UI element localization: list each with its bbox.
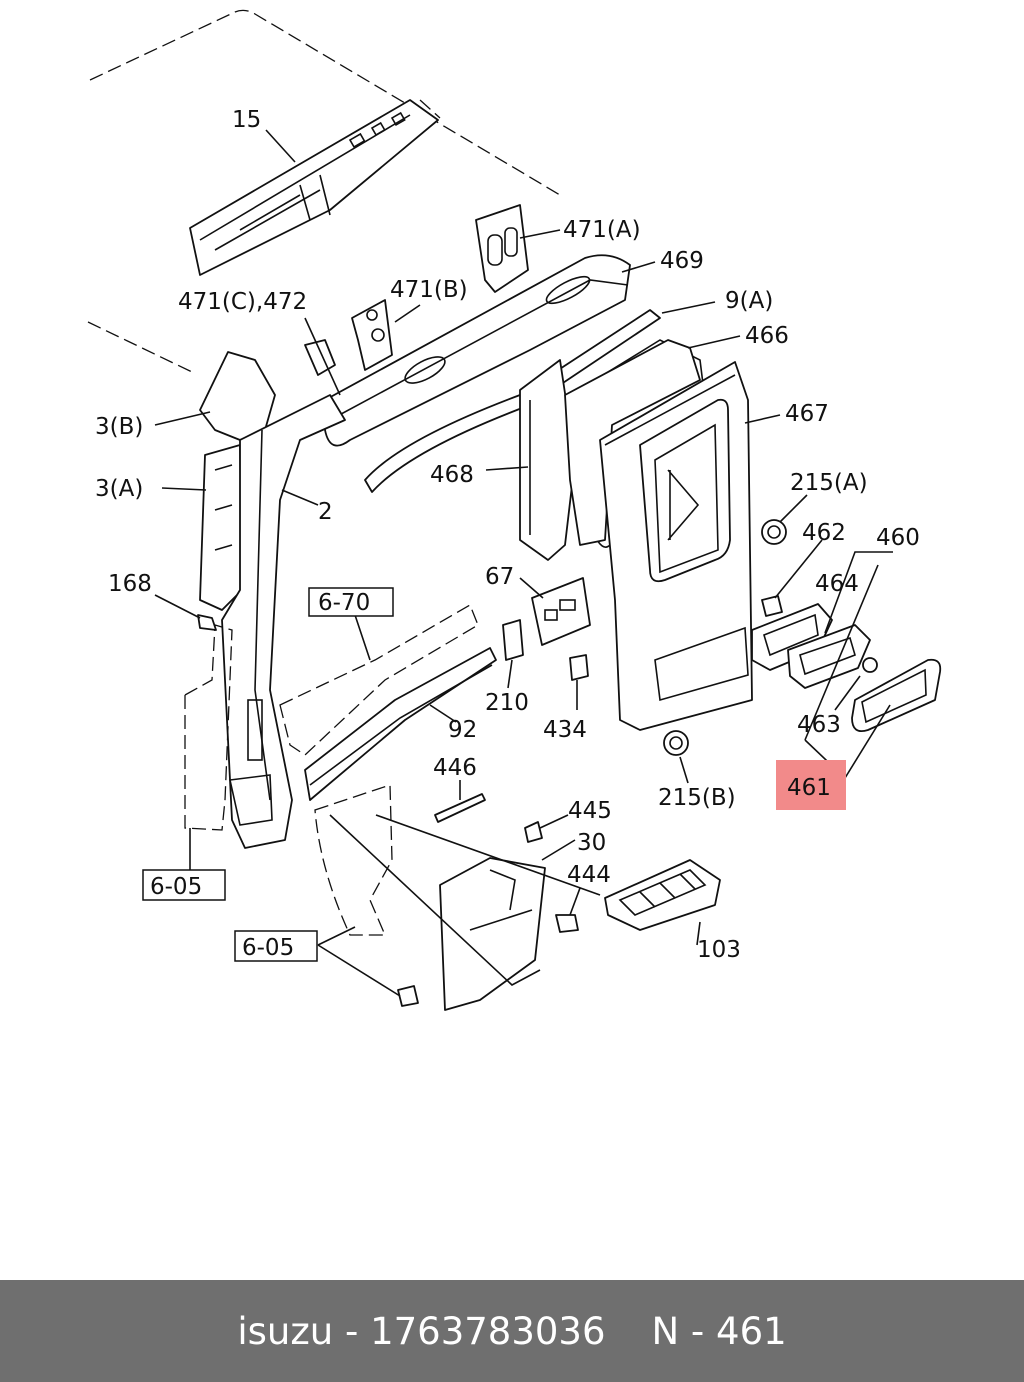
label-215b: 215(B) bbox=[658, 785, 736, 811]
bracket-471c-part bbox=[304, 339, 336, 376]
label-670: 6-70 bbox=[318, 590, 370, 616]
ref-box-670 bbox=[308, 587, 394, 617]
label-463: 463 bbox=[797, 712, 841, 738]
highlight-box bbox=[776, 760, 846, 810]
lower-panel-outline bbox=[314, 784, 393, 936]
strip-446-part bbox=[434, 793, 486, 823]
label-605b: 6-05 bbox=[242, 935, 294, 961]
footer-brand: isuzu bbox=[237, 1309, 334, 1353]
label-464: 464 bbox=[815, 571, 859, 597]
grommet-215b-part bbox=[663, 730, 689, 756]
label-467: 467 bbox=[785, 401, 829, 427]
clip-434-part bbox=[569, 654, 589, 681]
gasket-463-part bbox=[787, 624, 871, 689]
bolt-168-part bbox=[197, 614, 217, 631]
header-469-part bbox=[324, 254, 631, 447]
bracket-67-part bbox=[531, 577, 591, 646]
plate-210-part bbox=[502, 619, 524, 661]
leader-lines bbox=[154, 129, 893, 997]
label-15: 15 bbox=[232, 107, 261, 133]
label-92: 92 bbox=[448, 717, 477, 743]
grommet-215a-part bbox=[761, 519, 787, 545]
label-103: 103 bbox=[697, 937, 741, 963]
bracket-471b-part bbox=[351, 299, 393, 371]
label-434: 434 bbox=[543, 717, 587, 743]
label-605a: 6-05 bbox=[150, 874, 202, 900]
label-466: 466 bbox=[745, 323, 789, 349]
label-215a: 215(A) bbox=[790, 470, 868, 496]
footer-ref: N - 461 bbox=[651, 1309, 787, 1353]
step-103-part bbox=[604, 859, 721, 931]
sill-92-part bbox=[304, 647, 497, 801]
label-30: 30 bbox=[577, 830, 606, 856]
footer-part-number: 1763783036 bbox=[370, 1309, 606, 1353]
bolt-bottom-part bbox=[397, 985, 419, 1007]
label-3b: 3(B) bbox=[95, 414, 143, 440]
clip-462-part bbox=[761, 595, 783, 617]
strip-9a-part bbox=[364, 309, 661, 493]
label-2: 2 bbox=[318, 499, 333, 525]
pillar-part bbox=[199, 351, 346, 849]
label-469: 469 bbox=[660, 248, 704, 274]
step-well-30-part bbox=[439, 857, 546, 1011]
parts-diagram: 15 471(A) 469 471(C),472 471(B) 9(A) 466… bbox=[87, 9, 942, 1011]
bolt-444-part bbox=[555, 914, 579, 933]
ref-box-605a bbox=[142, 869, 226, 901]
frame-466-part bbox=[564, 339, 701, 546]
label-168: 168 bbox=[108, 571, 152, 597]
label-445: 445 bbox=[568, 798, 612, 824]
label-67: 67 bbox=[485, 564, 514, 590]
label-9a: 9(A) bbox=[725, 288, 773, 314]
label-468: 468 bbox=[430, 462, 474, 488]
left-panel-outline bbox=[184, 624, 233, 831]
footer-separator: - bbox=[333, 1309, 371, 1353]
label-446: 446 bbox=[433, 755, 477, 781]
ref-box-605b bbox=[234, 930, 318, 962]
label-460: 460 bbox=[876, 525, 920, 551]
body-outline-2 bbox=[419, 99, 441, 119]
clip-445-part bbox=[524, 821, 543, 843]
lamp-461-part bbox=[851, 657, 942, 733]
label-462: 462 bbox=[802, 520, 846, 546]
label-444: 444 bbox=[567, 862, 611, 888]
label-471c-472: 471(C),472 bbox=[178, 289, 307, 315]
footer-bar: isuzu - 1763783036 N - 461 bbox=[0, 1280, 1024, 1382]
floor-member-outline bbox=[279, 604, 479, 756]
door-467-part bbox=[599, 361, 753, 731]
body-outline bbox=[87, 321, 193, 373]
roof-rail-part bbox=[189, 99, 439, 276]
label-471b: 471(B) bbox=[390, 277, 468, 303]
bracket-471a-part bbox=[475, 204, 529, 293]
label-210: 210 bbox=[485, 690, 529, 716]
roof-outline bbox=[89, 9, 561, 196]
label-461: 461 bbox=[787, 775, 831, 801]
label-3a: 3(A) bbox=[95, 476, 143, 502]
label-471a: 471(A) bbox=[563, 217, 641, 243]
